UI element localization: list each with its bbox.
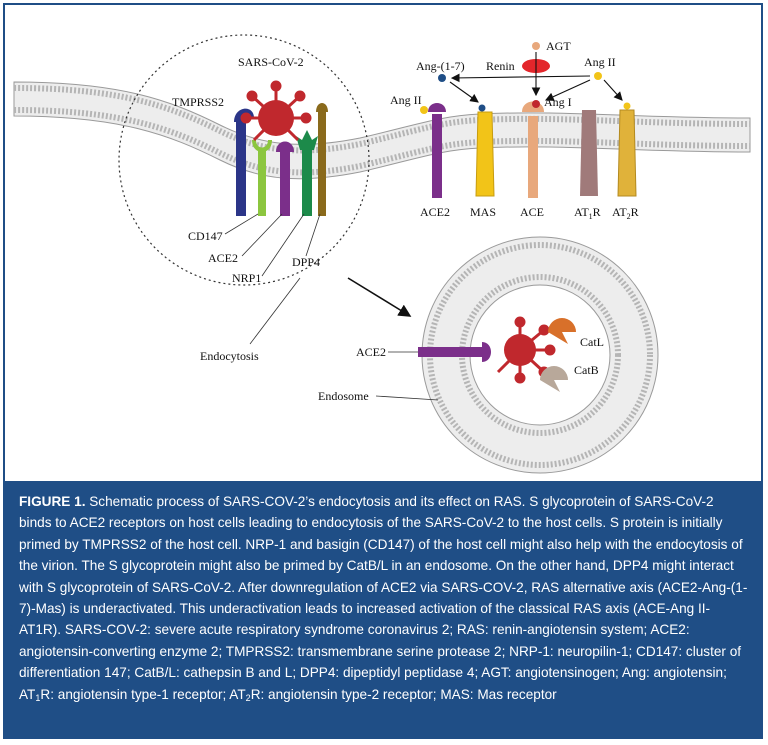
dpp4-receptor [296,130,318,216]
label-at2r-tail: R [631,205,639,219]
ang17-molecule [438,74,446,82]
ras-endocytosis-diagram: SARS-CoV-2 TMPRSS2 CD147 ACE2 NRP1 DPP4 … [13,34,751,474]
label-leader-lines [224,213,321,277]
caption-sub-1: 1 [35,692,41,703]
ang-mas-molecule [478,104,486,112]
ang2-right-molecule [594,72,602,80]
agt-molecule [532,42,540,50]
cd147-receptor [252,140,272,216]
label-at2r-sub: 2 [627,212,631,221]
label-at2r: AT2R [612,205,639,221]
label-at1r-tail: R [593,205,601,219]
catb-enzyme [540,366,568,392]
label-catl: CatL [580,335,604,349]
caption-title: FIGURE 1. [19,494,86,509]
caption-sub-2: 2 [245,692,251,703]
label-mas: MAS [470,205,496,219]
endocytosis-leader [249,277,301,345]
ang2-left-molecule [420,106,428,114]
label-agt: AGT [546,39,571,53]
caption-text-3: R: angiotensin type-2 receptor; MAS: Mas… [250,686,557,702]
endosome-virion [496,316,556,384]
label-ang2-left: Ang II [390,93,422,107]
catl-enzyme [548,318,576,344]
endocytosis-arrow [347,277,412,317]
ace2-ras-receptor [428,103,446,198]
label-ang17: Ang-(1-7) [416,59,465,73]
label-ace2-endosome: ACE2 [356,345,386,359]
ace2-endosome-receptor [418,342,491,362]
at1r-receptor [580,110,598,196]
caption-text-1: Schematic process of SARS-COV-2’s endocy… [19,494,748,702]
label-endocytosis: Endocytosis [200,349,259,363]
label-endosome: Endosome [318,389,369,403]
figure-caption: FIGURE 1. Schematic process of SARS-COV-… [5,481,761,737]
label-tmprss2: TMPRSS2 [172,95,224,109]
nrp1-receptor [276,141,294,216]
label-at1r-sub: 1 [589,212,593,221]
label-catb: CatB [574,363,599,377]
ras-pathway-arrows [449,52,623,103]
label-ace2-ras: ACE2 [420,205,450,219]
label-at2r-main: AT [612,205,627,219]
ang-at2r-molecule [623,102,631,110]
label-nrp1: NRP1 [232,271,261,285]
sars-cov2-virion [240,80,312,142]
ang1-molecule [532,100,540,108]
zoom-circle [118,34,370,286]
label-ace2: ACE2 [208,251,238,265]
label-ang2-right: Ang II [584,55,616,69]
label-ang1: Ang I [544,95,572,109]
dpp4-olive-receptor [316,103,328,216]
label-at1r: AT1R [574,205,601,221]
label-sars-cov2: SARS-CoV-2 [238,55,304,69]
cell-membrane [13,81,751,180]
label-dpp4: DPP4 [292,255,320,269]
label-at1r-main: AT [574,205,589,219]
caption-text-2: R: angiotensin type-1 receptor; AT [40,686,246,702]
label-cd147: CD147 [188,229,223,243]
label-renin: Renin [486,59,515,73]
at2r-receptor [617,109,637,197]
endosome-leader [375,395,439,401]
mas-receptor [475,111,495,197]
label-ace: ACE [520,205,544,219]
